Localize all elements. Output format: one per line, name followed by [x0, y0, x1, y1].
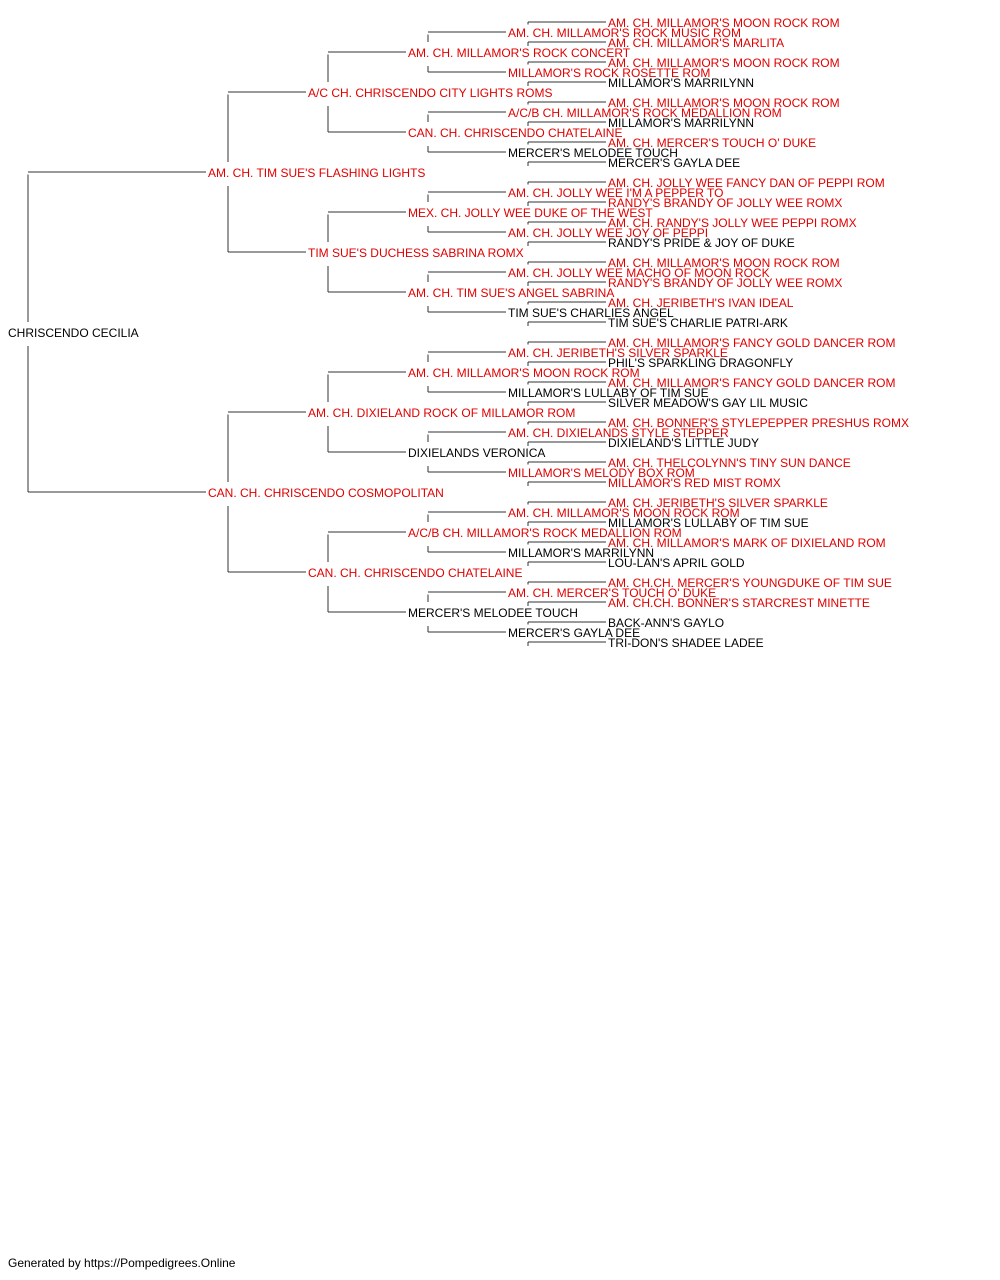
gen5-ancestor-name: AM. CH. JERIBETH'S IVAN IDEAL [608, 296, 794, 310]
connector-lines [27, 21, 606, 646]
root-dog-name: CHRISCENDO CECILIA [8, 326, 139, 340]
great-grandparent-name: A/C/B CH. MILLAMOR'S ROCK MEDALLION ROM [408, 526, 682, 540]
gen5-ancestor-name: TIM SUE'S CHARLIE PATRI-ARK [608, 316, 788, 330]
gen5-ancestor-name: PHIL'S SPARKLING DRAGONFLY [608, 356, 793, 370]
gen4-ancestor-name: AM. CH. JOLLY WEE MACHO OF MOON ROCK [508, 266, 770, 280]
parent-name: AM. CH. TIM SUE'S FLASHING LIGHTS [208, 166, 425, 180]
gen5-ancestor-name: MILLAMOR'S MARRILYNN [608, 76, 754, 90]
gen5-ancestor-name: AM. CH.CH. BONNER'S STARCREST MINETTE [608, 596, 870, 610]
gen4-ancestor-name: AM. CH. MILLAMOR'S ROCK MUSIC ROM [508, 26, 741, 40]
gen5-ancestor-name: DIXIELAND'S LITTLE JUDY [608, 436, 759, 450]
gen4-ancestor-name: MERCER'S GAYLA DEE [508, 626, 640, 640]
gen5-ancestor-name: RANDY'S BRANDY OF JOLLY WEE ROMX [608, 276, 842, 290]
gen4-ancestor-name: TIM SUE'S CHARLIES ANGEL [508, 306, 674, 320]
gen4-ancestor-name: MILLAMOR'S MELODY BOX ROM [508, 466, 695, 480]
gen4-ancestor-name: MILLAMOR'S ROCK ROSETTE ROM [508, 66, 710, 80]
gen5-ancestor-name: AM. CH. MERCER'S TOUCH O' DUKE [608, 136, 816, 150]
gen5-ancestor-name: AM. CH. MILLAMOR'S MOON ROCK ROM [608, 256, 840, 270]
great-grandparent-name: AM. CH. MILLAMOR'S ROCK CONCERT [408, 46, 631, 60]
gen5-ancestor-name: AM. CH. MILLAMOR'S MOON ROCK ROM [608, 56, 840, 70]
great-grandparent-name: CAN. CH. CHRISCENDO CHATELAINE [408, 126, 622, 140]
parent-name: CAN. CH. CHRISCENDO COSMOPOLITAN [208, 486, 444, 500]
gen5-ancestor-name: RANDY'S BRANDY OF JOLLY WEE ROMX [608, 196, 842, 210]
gen4-ancestor-name: AM. CH. JERIBETH'S SILVER SPARKLE [508, 346, 728, 360]
grandparent-name: AM. CH. DIXIELAND ROCK OF MILLAMOR ROM [308, 406, 575, 420]
gen4-ancestor-name: AM. CH. JOLLY WEE I'M A PEPPER TO [508, 186, 723, 200]
gen4-ancestor-name: AM. CH. MILLAMOR'S MOON ROCK ROM [508, 506, 740, 520]
gen5-ancestor-name: SILVER MEADOW'S GAY LIL MUSIC [608, 396, 808, 410]
gen5-ancestor-name: MILLAMOR'S RED MIST ROMX [608, 476, 781, 490]
grandparent-name: A/C CH. CHRISCENDO CITY LIGHTS ROMS [308, 86, 552, 100]
grandparent-name: CAN. CH. CHRISCENDO CHATELAINE [308, 566, 522, 580]
gen5-ancestor-name: AM. CH. MILLAMOR'S MOON ROCK ROM [608, 96, 840, 110]
grandparent-name: TIM SUE'S DUCHESS SABRINA ROMX [308, 246, 524, 260]
gen5-ancestor-name: AM. CH. MILLAMOR'S FANCY GOLD DANCER ROM [608, 336, 895, 350]
gen5-ancestor-name: AM. CH. MILLAMOR'S FANCY GOLD DANCER ROM [608, 376, 895, 390]
gen5-ancestor-name: TRI-DON'S SHADEE LADEE [608, 636, 764, 650]
gen5-ancestor-name: MILLAMOR'S LULLABY OF TIM SUE [608, 516, 809, 530]
gen4-ancestor-name: MILLAMOR'S MARRILYNN [508, 546, 654, 560]
gen4-ancestor-name: MILLAMOR'S LULLABY OF TIM SUE [508, 386, 709, 400]
gen5-ancestor-name: AM. CH. JOLLY WEE FANCY DAN OF PEPPI ROM [608, 176, 885, 190]
gen4-ancestor-name: AM. CH. DIXIELANDS STYLE STEPPER [508, 426, 729, 440]
gen5-ancestor-name: MILLAMOR'S MARRILYNN [608, 116, 754, 130]
gen4-ancestor-name: A/C/B CH. MILLAMOR'S ROCK MEDALLION ROM [508, 106, 782, 120]
footer-credit: Generated by https://Pompedigrees.Online [8, 1256, 236, 1270]
gen5-ancestor-name: AM. CH. BONNER'S STYLEPEPPER PRESHUS ROM… [608, 416, 909, 430]
great-grandparent-name: AM. CH. MILLAMOR'S MOON ROCK ROM [408, 366, 640, 380]
gen5-ancestor-name: AM. CH. MILLAMOR'S MARLITA [608, 36, 784, 50]
gen5-ancestor-name: MERCER'S GAYLA DEE [608, 156, 740, 170]
gen5-ancestor-name: RANDY'S PRIDE & JOY OF DUKE [608, 236, 795, 250]
gen5-ancestor-name: AM. CH. RANDY'S JOLLY WEE PEPPI ROMX [608, 216, 857, 230]
gen5-ancestor-name: AM. CH. MILLAMOR'S MOON ROCK ROM [608, 16, 840, 30]
gen5-ancestor-name: AM. CH. JERIBETH'S SILVER SPARKLE [608, 496, 828, 510]
great-grandparent-name: AM. CH. TIM SUE'S ANGEL SABRINA [408, 286, 614, 300]
pedigree-labels: CHRISCENDO CECILIA AM. CH. TIM SUE'S FLAS… [8, 16, 909, 650]
gen4-ancestor-name: AM. CH. MERCER'S TOUCH O' DUKE [508, 586, 716, 600]
gen5-ancestor-name: AM. CH. THELCOLYNN'S TINY SUN DANCE [608, 456, 851, 470]
gen5-ancestor-name: LOU-LAN'S APRIL GOLD [608, 556, 745, 570]
gen4-ancestor-name: AM. CH. JOLLY WEE JOY OF PEPPI [508, 226, 708, 240]
gen5-ancestor-name: AM. CH. MILLAMOR'S MARK OF DIXIELAND ROM [608, 536, 886, 550]
gen5-ancestor-name: AM. CH.CH. MERCER'S YOUNGDUKE OF TIM SUE [608, 576, 892, 590]
gen4-ancestor-name: MERCER'S MELODEE TOUCH [508, 146, 678, 160]
great-grandparent-name: MEX. CH. JOLLY WEE DUKE OF THE WEST [408, 206, 653, 220]
great-grandparent-name: MERCER'S MELODEE TOUCH [408, 606, 578, 620]
great-grandparent-name: DIXIELANDS VERONICA [408, 446, 545, 460]
gen5-ancestor-name: BACK-ANN'S GAYLO [608, 616, 724, 630]
